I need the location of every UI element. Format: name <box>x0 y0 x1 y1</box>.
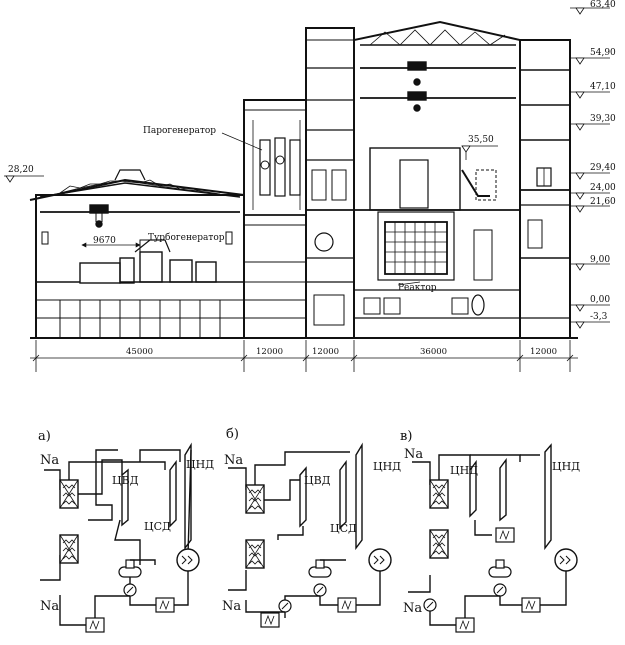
dim-2: 12000 <box>312 347 339 357</box>
reactor-hall <box>353 20 521 338</box>
scheme-b-na-top: Na <box>224 453 243 468</box>
scheme-a <box>40 442 200 633</box>
elevation-4: 29,40 <box>590 163 616 173</box>
label-dim-9670: 9670 <box>93 236 116 246</box>
elevation-markers <box>4 7 610 329</box>
scheme-c-na-top: Na <box>404 447 423 462</box>
scheme-a-letter: а) <box>38 429 51 444</box>
turbine-hall <box>29 169 245 339</box>
building-section <box>4 7 610 372</box>
scheme-b-lp: ЦНД <box>373 460 401 473</box>
label-turbogenerator: Турбогенератор <box>148 232 225 243</box>
deaerator-bay <box>221 99 307 339</box>
label-steam-generator: Парогенератор <box>143 126 216 136</box>
scheme-b-na-bottom: Na <box>222 599 241 614</box>
elevation-0: 63,40 <box>590 0 616 10</box>
scheme-c-letter: в) <box>400 429 412 444</box>
elevation-6: 21,60 <box>590 197 616 207</box>
scheme-b-mp: ЦСД <box>330 522 357 535</box>
intermediate-bay <box>305 27 355 339</box>
scheme-b-letter: б) <box>226 427 239 442</box>
scheme-a-lp: ЦНД <box>186 458 214 471</box>
scheme-c-lp-left: ЦНД <box>450 464 478 477</box>
elevation-7: 9,00 <box>590 255 610 265</box>
scheme-c <box>408 443 578 633</box>
dim-4: 12000 <box>530 347 557 357</box>
scheme-a-mp: ЦСД <box>144 520 171 533</box>
elevation-5: 24,00 <box>590 183 616 193</box>
elevation-2: 47,10 <box>590 82 616 92</box>
dimension-line <box>30 340 578 372</box>
elevation-left: 28,20 <box>8 165 34 175</box>
scheme-a-na-top: Na <box>40 453 59 468</box>
scheme-a-na-bottom: Na <box>40 599 59 614</box>
scheme-c-na-bottom: Na <box>403 601 422 616</box>
elevation-1: 54,90 <box>590 48 616 58</box>
dim-1: 12000 <box>256 347 283 357</box>
right-bay <box>519 39 571 339</box>
label-reactor: Реактор <box>398 283 437 293</box>
dim-3: 36000 <box>420 347 447 357</box>
dim-0: 45000 <box>126 347 153 357</box>
elevation-35-50: 35,50 <box>468 135 494 145</box>
scheme-a-hp: ЦВД <box>112 474 139 487</box>
elevation-3: 39,30 <box>590 114 616 124</box>
scheme-b-hp: ЦВД <box>304 474 331 487</box>
elevation-9: -3,3 <box>590 312 608 322</box>
scheme-b <box>228 442 392 628</box>
elevation-8: 0,00 <box>590 295 610 305</box>
scheme-c-lp-right: ЦНД <box>552 460 580 473</box>
